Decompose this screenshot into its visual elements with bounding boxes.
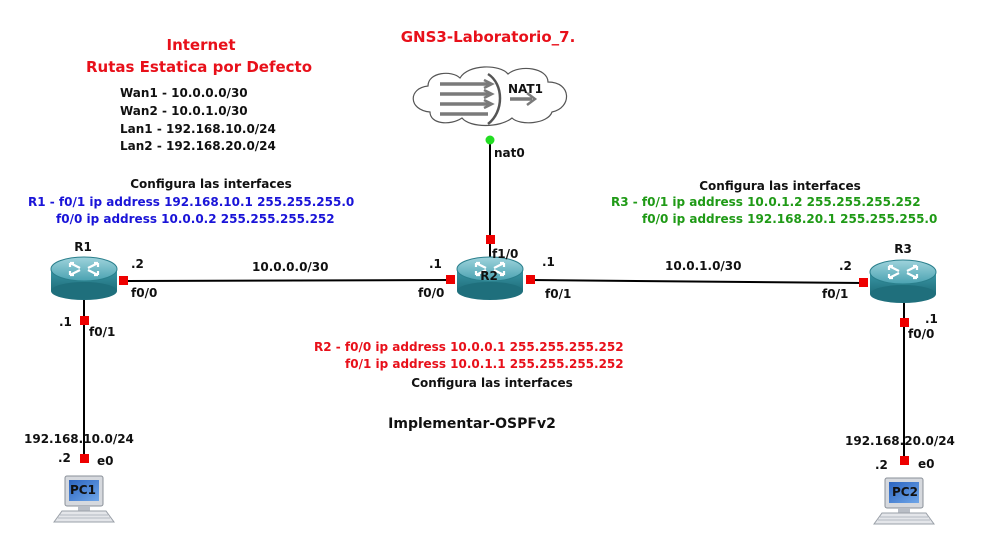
r2-f01-label: f0/1 xyxy=(545,287,571,301)
port-r1-f01 xyxy=(80,316,89,325)
diagram-title: GNS3-Laboratorio_7. xyxy=(401,28,576,46)
link-r2-r3 xyxy=(529,279,864,284)
r2-config-line1: R2 - f0/0 ip address 10.0.0.1 255.255.25… xyxy=(314,340,624,354)
ports xyxy=(80,235,909,465)
port-r2-f10 xyxy=(486,235,495,244)
r3-config-line2: f0/0 ip address 192.168.20.1 255.255.255… xyxy=(642,212,937,226)
router-r1-icon[interactable] xyxy=(49,255,119,302)
link-labels: 10.0.0.0/30 10.0.1.0/30 192.168.10.0/24 … xyxy=(24,259,955,448)
r1-config-heading: Configura las interfaces xyxy=(130,177,292,191)
port-pc2-e0 xyxy=(900,456,909,465)
lan1-label: 192.168.10.0/24 xyxy=(24,432,134,446)
nat0-port xyxy=(485,135,495,145)
network-list: Wan1 - 10.0.0.0/30 Wan2 - 10.0.1.0/30 La… xyxy=(120,86,276,153)
r1-wan-octet: .2 xyxy=(131,257,144,271)
port-r2-f00 xyxy=(446,275,455,284)
wan2-label: 10.0.1.0/30 xyxy=(665,259,742,273)
network-item: Wan1 - 10.0.0.0/30 xyxy=(120,86,248,100)
r2-label: R2 xyxy=(480,269,498,283)
r2-wan2-octet: .1 xyxy=(542,255,555,269)
wan1-label: 10.0.0.0/30 xyxy=(252,260,329,274)
nat-label: NAT1 xyxy=(508,82,543,96)
r3-config-line1: R3 - f0/1 ip address 10.0.1.2 255.255.25… xyxy=(611,195,921,209)
r1-config-line2: f0/0 ip address 10.0.0.2 255.255.255.252 xyxy=(56,212,335,226)
port-r2-f01 xyxy=(526,275,535,284)
pc2-e0-label: e0 xyxy=(918,457,935,471)
pc2-label: PC2 xyxy=(892,485,918,499)
pc1-label: PC1 xyxy=(70,483,96,497)
r3-label: R3 xyxy=(894,242,912,256)
network-item: Lan2 - 192.168.20.0/24 xyxy=(120,139,276,153)
internet-subheading: Rutas Estatica por Defecto xyxy=(86,58,312,76)
pc1-e0-label: e0 xyxy=(97,454,114,468)
r2-wan1-octet: .1 xyxy=(429,257,442,271)
r1-label: R1 xyxy=(74,240,92,254)
lan2-label: 192.168.20.0/24 xyxy=(845,434,955,448)
port-r3-f01 xyxy=(859,278,868,287)
pc1-octet: .2 xyxy=(58,451,71,465)
r3-wan-octet: .2 xyxy=(839,259,852,273)
r2-config-line2: f0/1 ip address 10.0.1.1 255.255.255.252 xyxy=(345,357,624,371)
nat0-label: nat0 xyxy=(494,146,525,160)
r1-config-line1: R1 - f0/1 ip address 192.168.10.1 255.25… xyxy=(28,195,354,209)
network-item: Wan2 - 10.0.1.0/30 xyxy=(120,104,248,118)
host-octets: .2 .1 .1 .2 .1 .1 .2 .2 xyxy=(58,255,938,472)
r3-config-heading: Configura las interfaces xyxy=(699,179,861,193)
interface-labels: nat0 f1/0 f0/0 f0/0 f0/1 f0/1 f0/1 f0/0 … xyxy=(89,146,935,471)
r2-f10-label: f1/0 xyxy=(492,247,518,261)
r3-f00-label: f0/0 xyxy=(908,327,934,341)
r1-f00-label: f0/0 xyxy=(131,286,157,300)
r2-config-heading: Configura las interfaces xyxy=(411,376,573,390)
r3-lan-octet: .1 xyxy=(925,312,938,326)
port-r1-f00 xyxy=(119,276,128,285)
network-item: Lan1 - 192.168.10.0/24 xyxy=(120,122,276,136)
port-pc1-e0 xyxy=(80,454,89,463)
r1-lan-octet: .1 xyxy=(59,315,72,329)
router-r3-icon[interactable] xyxy=(868,258,938,305)
r2-f00-label: f0/0 xyxy=(418,286,444,300)
implementar-label: Implementar-OSPFv2 xyxy=(388,416,556,432)
r3-f01-label: f0/1 xyxy=(822,287,848,301)
internet-heading: Internet xyxy=(166,36,235,54)
link-r1-r2 xyxy=(122,279,452,282)
r1-f01-label: f0/1 xyxy=(89,325,115,339)
pc2-octet: .2 xyxy=(875,458,888,472)
nat-cloud-icon[interactable] xyxy=(412,66,568,127)
port-r3-f00 xyxy=(900,318,909,327)
